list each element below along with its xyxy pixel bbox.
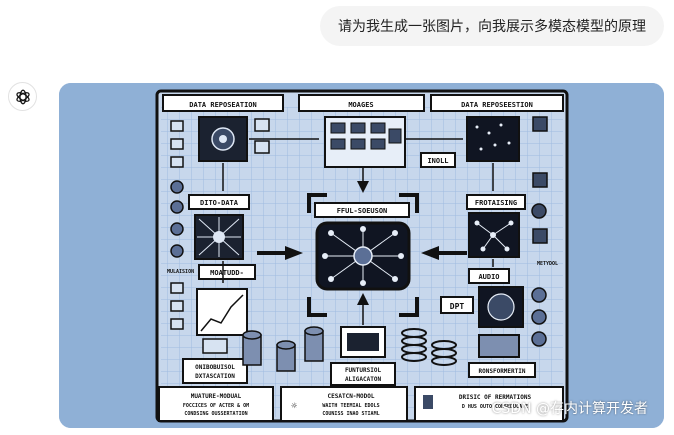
user-message-text: 请为我生成一张图片，向我展示多模态模型的原理 [338, 19, 646, 35]
bottom-middle-line-1: CESATCN-MODOL [328, 393, 375, 400]
onibobuisol-label: ONIBOBUISOL [195, 364, 235, 371]
aligacaton-label: ALIGACATON [345, 376, 382, 383]
audio-label: AUDIO [478, 273, 499, 281]
dots-box [466, 116, 520, 162]
dito-data-label: DITO-DATA [200, 199, 239, 207]
bottom-box-left: MUATURE-MODUAL FOCCICES OF ACTER & OM CO… [158, 386, 274, 422]
bottom-box-middle: ☼ CESATCN-MODOL WAITH TEEMIAL EDOLS COUN… [280, 386, 408, 422]
header-middle-text: MOAGES [348, 101, 373, 109]
center-fusion-label: FFUL-SOEUSON [337, 207, 388, 215]
bottom-right-line-2: D HUS OUTO CONSEDUCATE [462, 404, 528, 410]
inoll-label: INOLL [427, 157, 448, 165]
bottom-middle-line-2: WAITH TEEMIAL EDOLS [322, 403, 379, 409]
lightbulb-icon: ☼ [291, 401, 298, 412]
ronsformertin-label: RONSFORMERTIN [479, 368, 526, 375]
sphere-box [198, 116, 248, 162]
header-bar-middle: MOAGES [298, 94, 425, 112]
chatgpt-logo-icon [15, 89, 30, 104]
assistant-avatar [8, 82, 37, 111]
bottom-left-line-2: FOCCICES OF ACTER & OM [183, 403, 249, 409]
moatudd-label: MOATUDD- [210, 269, 244, 277]
header-right-text: DATA REPOSEESTION [461, 101, 533, 109]
csdn-watermark: CSDN @存内计算开发者 [491, 401, 648, 417]
dxtascation-label: DXTASCATION [195, 373, 235, 380]
bottom-box-right: DRISIC OF RERMATIONS D HUS OUTO CONSEDUC… [414, 386, 564, 422]
mulaision-label: MULAISION [167, 269, 194, 275]
bottom-right-line-1: DRISIC OF RERMATIONS [459, 394, 532, 401]
bottom-left-line-3: CONDSING OUSSERTATION [184, 411, 247, 417]
bottom-left-line-1: MUATURE-MODUAL [191, 393, 242, 400]
metydol-label: METYDOL [537, 261, 558, 267]
header-bar-right: DATA REPOSEESTION [430, 94, 564, 112]
dpt-label: DPT [450, 302, 465, 311]
bottom-middle-line-3: COUNISS INAO STIAML [322, 411, 379, 417]
frotaising-label: FROTAISING [475, 199, 517, 207]
generated-image[interactable]: DATA REPOSEATION MOAGES DATA REPOSEESTIO… [59, 83, 664, 428]
chart-box [196, 288, 248, 336]
funtursiol-label: FUNTURSIOL [345, 367, 382, 374]
header-bar-left: DATA REPOSEATION [162, 94, 284, 112]
user-message-bubble: 请为我生成一张图片，向我展示多模态模型的原理 [320, 6, 664, 46]
header-left-text: DATA REPOSEATION [189, 101, 256, 109]
multimodal-diagram: DATA REPOSEATION MOAGES DATA REPOSEESTIO… [59, 83, 664, 428]
